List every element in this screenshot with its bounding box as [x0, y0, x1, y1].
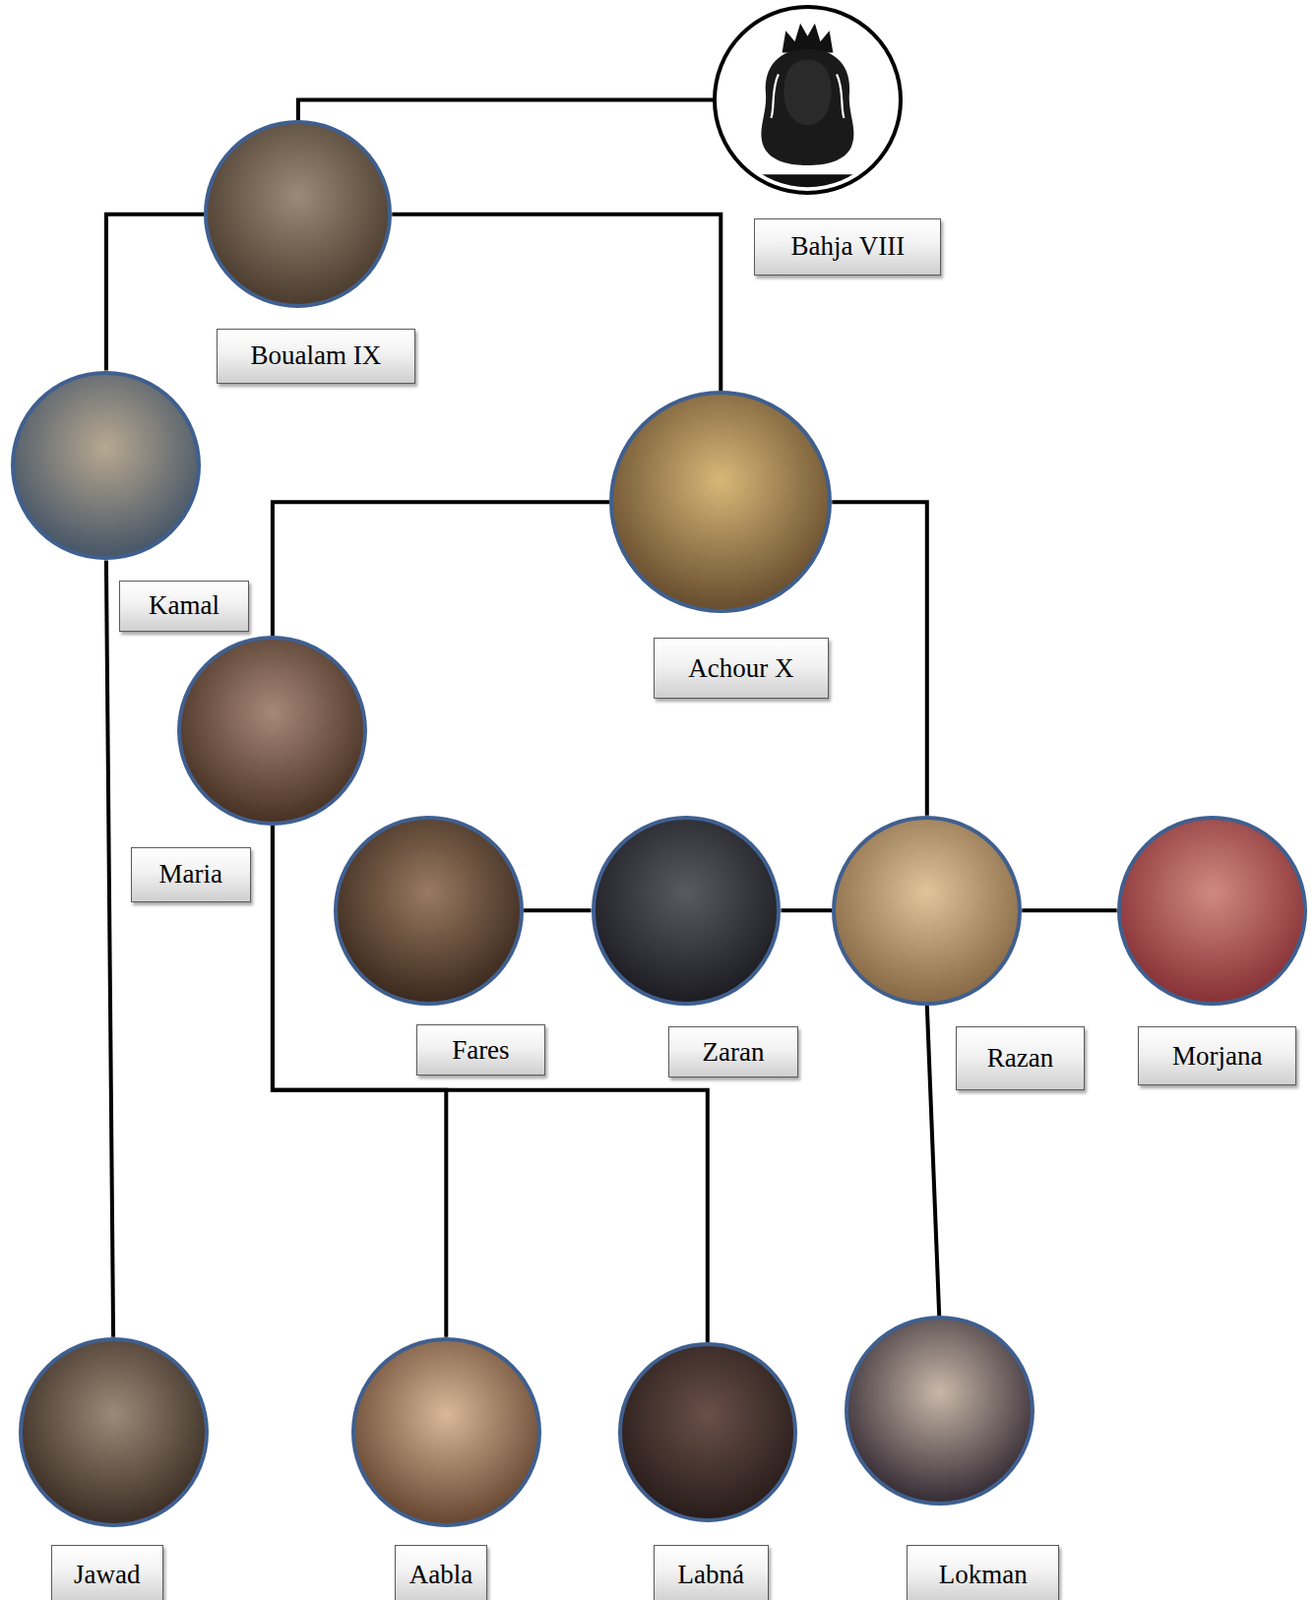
name-label: Jawad [51, 1545, 164, 1600]
person-portrait: Labná [618, 1342, 799, 1523]
person-name: Zaran [702, 1037, 765, 1068]
name-label: Maria [130, 847, 251, 903]
person-name: Kamal [148, 590, 220, 622]
queen-silhouette [716, 8, 899, 191]
name-label: Fares [416, 1024, 546, 1076]
family-line [106, 560, 114, 1337]
person-name: Morjana [1172, 1041, 1262, 1072]
name-label: Morjana [1137, 1026, 1297, 1086]
person-portrait: Zaran [591, 815, 782, 1006]
person-name: Labná [678, 1560, 745, 1591]
person-name: Achour X [688, 653, 794, 685]
family-line [272, 501, 610, 636]
person-name: Razan [987, 1043, 1054, 1074]
name-label: Labná [653, 1545, 769, 1600]
family-line [106, 214, 204, 372]
person-portrait: Bahja VIII [712, 4, 903, 195]
person-name: Lokman [939, 1560, 1028, 1591]
family-line [781, 908, 833, 913]
person-portrait: Morjana [1117, 815, 1308, 1006]
name-label: Razan [955, 1026, 1086, 1090]
person-name: Maria [159, 859, 223, 890]
person-name: Aabla [409, 1560, 473, 1591]
person-name: Bahja VIII [790, 231, 905, 262]
family-line [391, 214, 721, 391]
person-portrait: Kamal [10, 371, 201, 562]
name-label: Bahja VIII [753, 218, 941, 276]
family-line [1021, 908, 1117, 913]
family-line [298, 100, 713, 122]
name-label: Aabla [394, 1545, 487, 1600]
person-name: Boualam IX [250, 340, 381, 372]
person-portrait: Boualam IX [203, 120, 392, 309]
person-portrait: Maria [177, 635, 368, 826]
person-portrait: Aabla [351, 1337, 542, 1528]
person-portrait: Jawad [18, 1337, 209, 1528]
person-portrait: Fares [333, 815, 524, 1006]
name-label: Kamal [119, 580, 250, 632]
family-line [927, 1005, 940, 1316]
name-label: Zaran [668, 1026, 799, 1078]
person-portrait: Razan [831, 815, 1022, 1006]
name-label: Boualam IX [216, 328, 416, 384]
person-portrait: Lokman [844, 1316, 1035, 1506]
family-line [831, 501, 928, 816]
person-name: Jawad [73, 1560, 140, 1591]
family-line [523, 908, 591, 913]
person-name: Fares [451, 1035, 509, 1066]
person-portrait: Achour X [609, 390, 832, 614]
name-label: Lokman [906, 1545, 1061, 1600]
name-label: Achour X [653, 637, 829, 699]
